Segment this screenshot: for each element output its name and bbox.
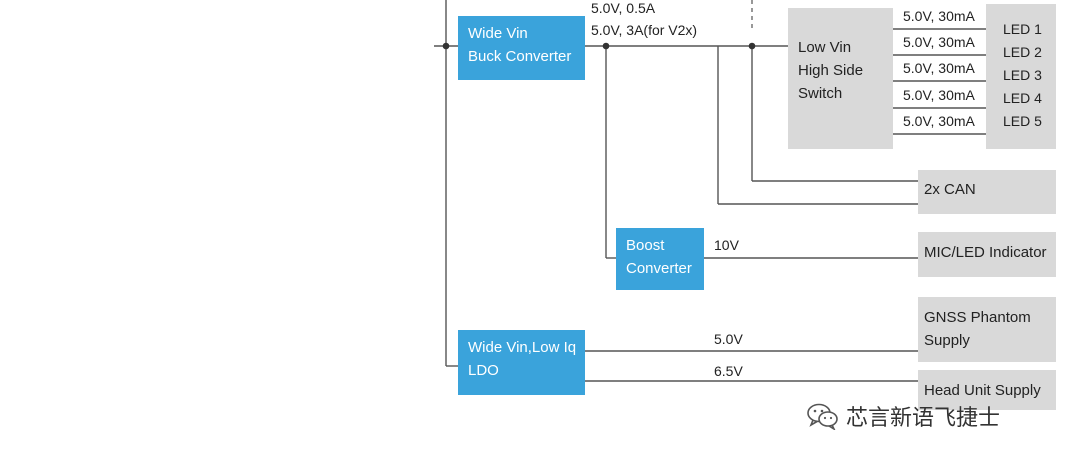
mic-led-indicator-block: MIC/LED Indicator	[918, 232, 1056, 277]
led-supply-label: 5.0V, 30mA	[903, 87, 975, 103]
led-name-label: LED 3	[1003, 67, 1042, 83]
led-name-label: LED 4	[1003, 90, 1042, 106]
buck-output-label-1: 5.0V, 0.5A	[591, 0, 656, 16]
high-side-switch-block: Low Vin High Side Switch	[788, 8, 893, 149]
buck-output-label-2: 5.0V, 3A(for V2x)	[591, 22, 698, 38]
ldo-block: Wide Vin,Low Iq LDO	[458, 330, 585, 395]
led-name-label: LED 1	[1003, 21, 1042, 37]
can-block: 2x CAN	[918, 170, 1056, 214]
ldo-output-label-2: 6.5V	[714, 363, 743, 379]
watermark-text: 芯言新语飞捷士	[846, 406, 1001, 431]
led-name-label: LED 2	[1003, 44, 1042, 60]
ldo-output-label-1: 5.0V	[714, 331, 743, 347]
gnss-phantom-supply-block: GNSS Phantom Supply	[918, 297, 1056, 362]
led-supply-label: 5.0V, 30mA	[903, 34, 975, 50]
led-supply-label: 5.0V, 30mA	[903, 60, 975, 76]
wechat-icon	[807, 403, 838, 430]
led-group-block	[986, 4, 1056, 149]
boost-output-label: 10V	[714, 237, 739, 253]
boost-converter-block: Boost Converter	[616, 228, 704, 290]
led-supply-label: 5.0V, 30mA	[903, 113, 975, 129]
head-unit-supply-block: Head Unit Supply	[918, 370, 1056, 410]
led-supply-label: 5.0V, 30mA	[903, 8, 975, 24]
buck-converter-block: Wide Vin Buck Converter	[458, 16, 585, 80]
watermark: 芯言新语飞捷士	[806, 401, 1000, 431]
led-name-label: LED 5	[1003, 113, 1042, 129]
